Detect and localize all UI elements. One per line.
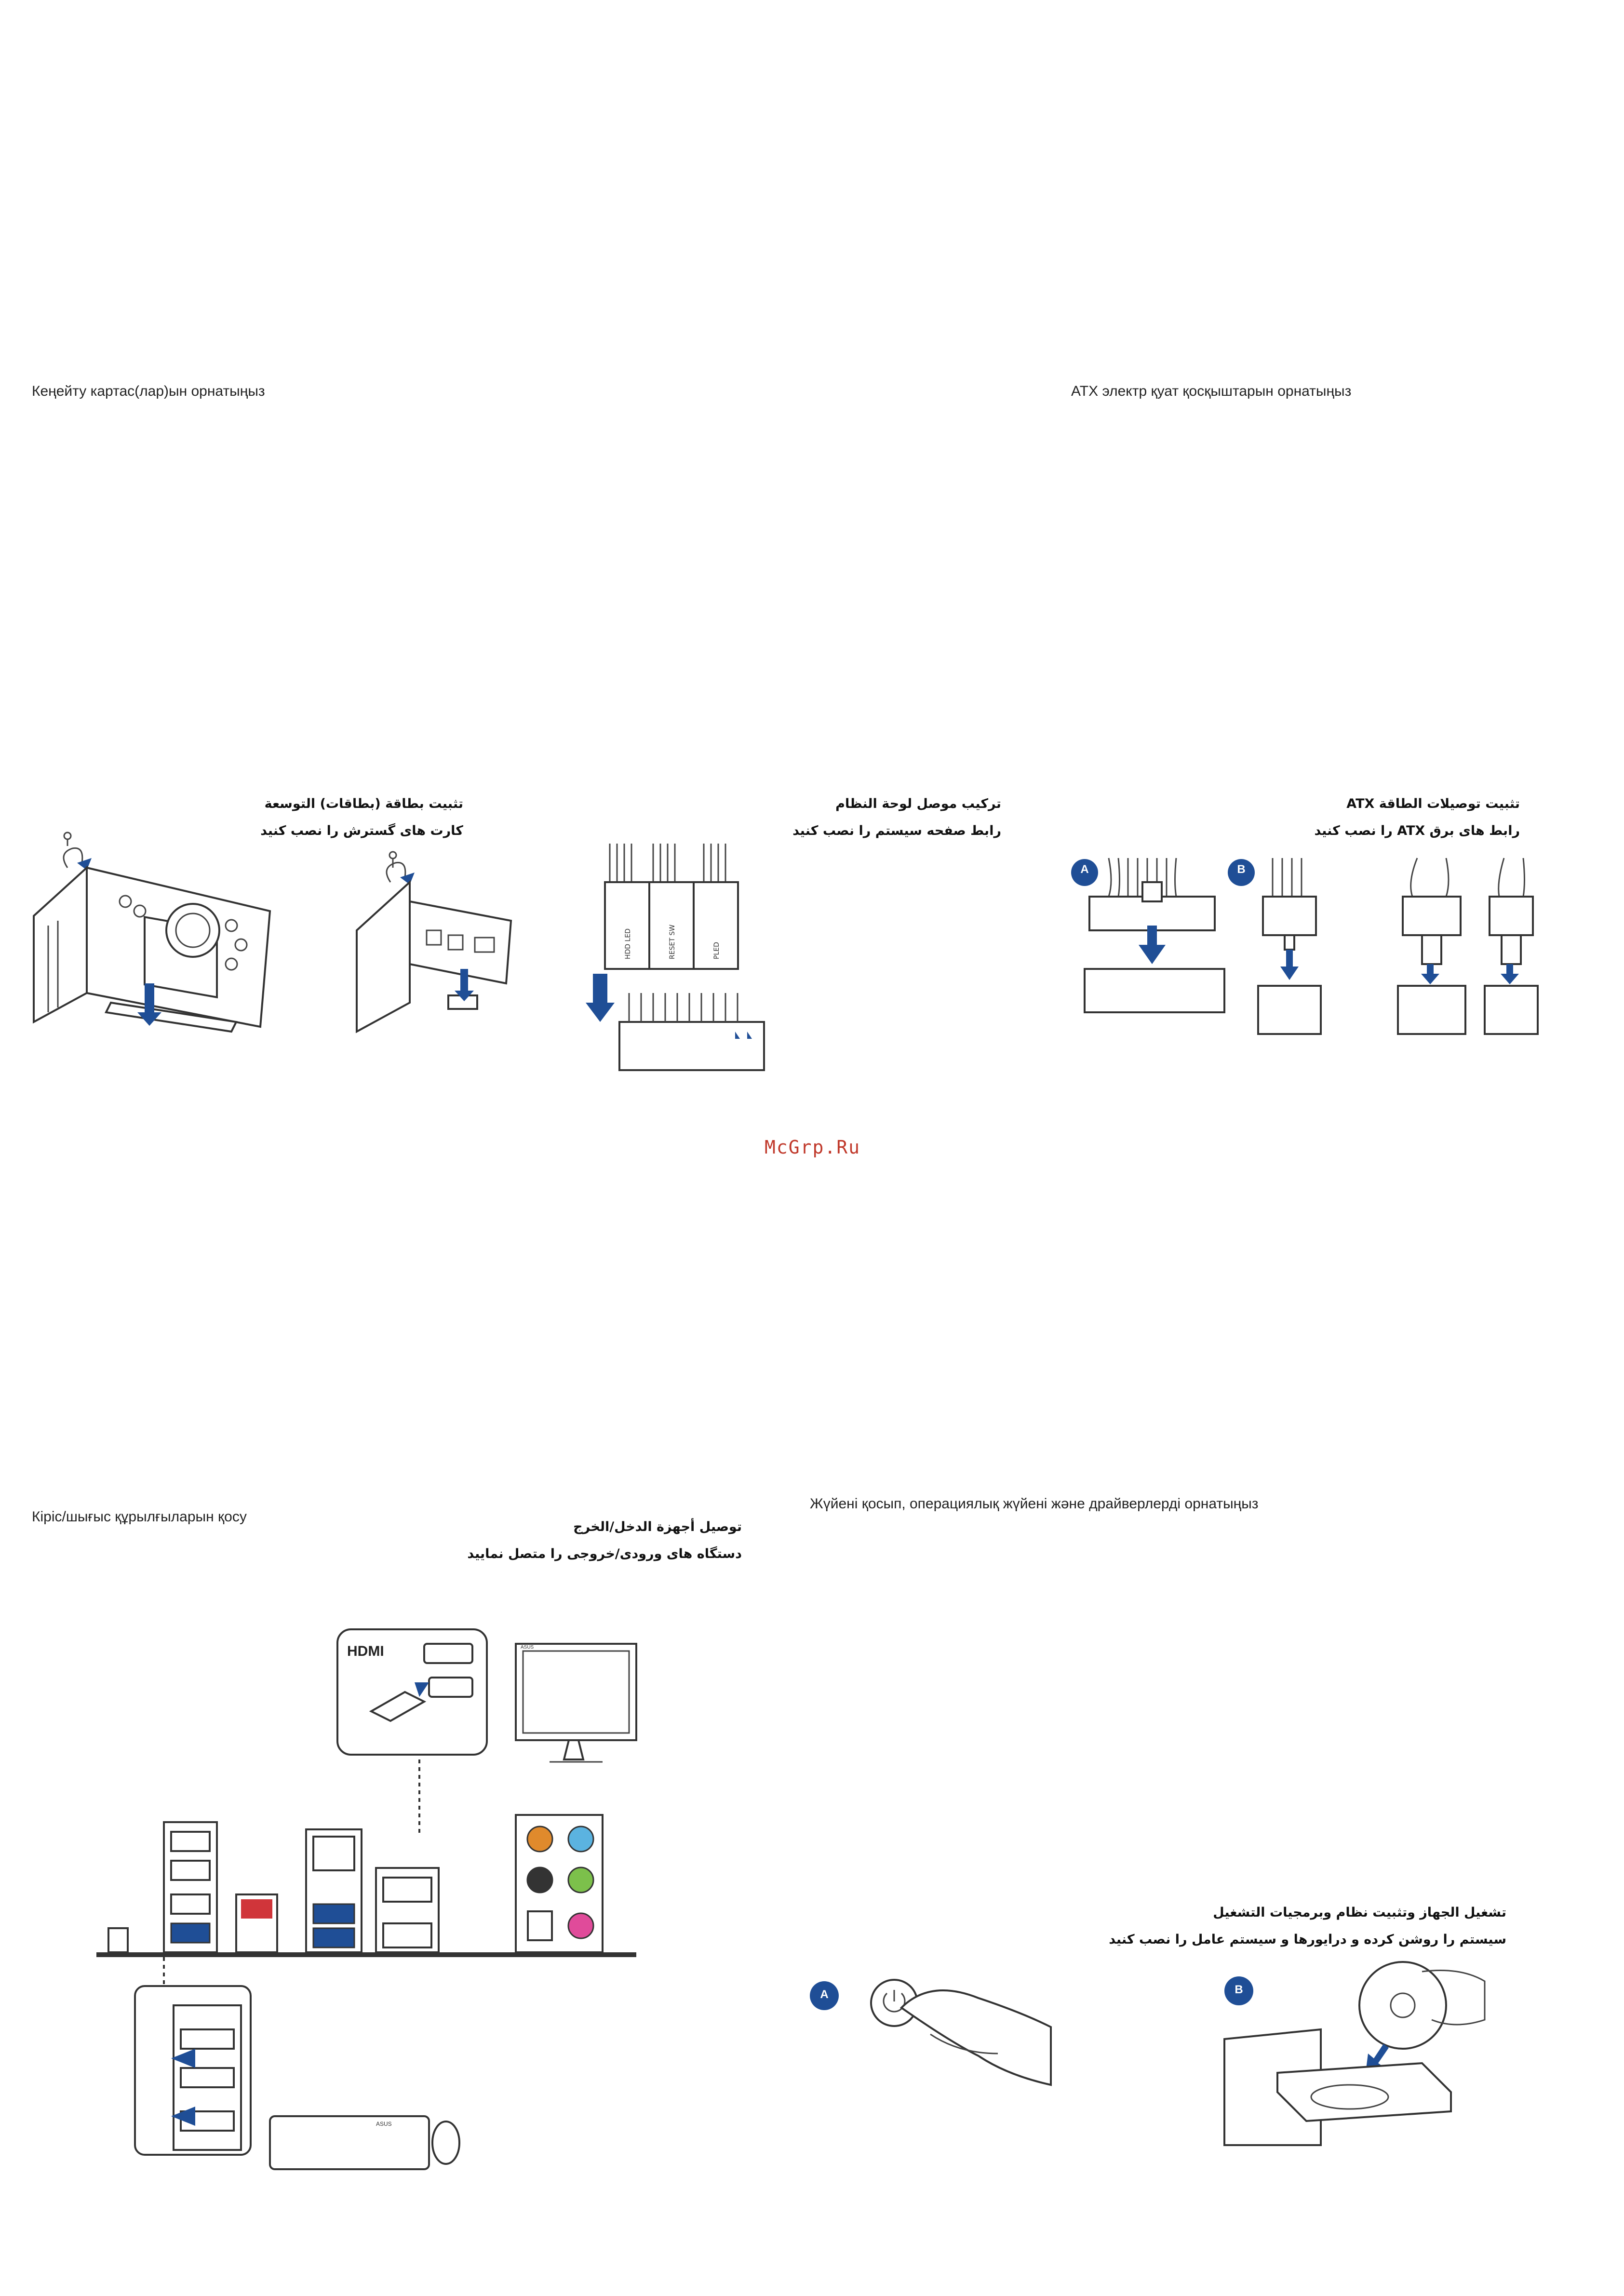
expansion-card-small-illustration [356,851,512,1034]
power-on-heading: Жүйені қосып, операциялық жүйені және др… [810,1496,1259,1512]
hdd-led-label: HDD LED [624,928,632,959]
atx-caption-fa: رابط های برق ATX را نصب کنید [1314,823,1520,838]
reset-sw-label: RESET SW [669,925,676,959]
io-connection-illustration: HDMI ASUS ASUS [96,1628,637,2170]
atx-step-b-label: B [1237,863,1246,876]
atx-step-a-label: A [1080,863,1089,876]
system-panel-connector-illustration: HDD LED RESET SW PLED [586,844,765,1071]
monitor-brand: ASUS [521,1645,534,1650]
expansion-caption-fa: کارت های گسترش را نصب کنید [260,823,463,838]
atx-power-heading: ATX электр қуат қосқыштарын орнатыңыз [1071,383,1352,399]
atx-caption-ar: تثبيت توصيلات الطاقة ATX [1346,796,1520,811]
atx-power-illustration [1071,858,1539,1035]
step-a-badge [1071,859,1098,886]
hdmi-logo: HDMI [347,1643,384,1659]
power-step-a-label: A [820,1988,829,2001]
system-panel-caption-fa: رابط صفحه سیستم را نصب کنید [792,823,1001,838]
keyboard-brand: ASUS [376,2121,392,2127]
power-step-a-badge [810,1981,839,2010]
expansion-caption-ar: تثبيت بطاقة (بطاقات) التوسعة [264,796,463,811]
power-on-button-illustration [810,1979,1052,2086]
expansion-card-large-illustration [33,832,271,1033]
power-step-b-badge [1224,1976,1253,2005]
step-b-badge [1228,859,1255,886]
io-caption-ar: توصيل أجهزة الدخل/الخرج [573,1519,742,1534]
pled-label: PLED [713,942,721,959]
io-devices-heading: Кіріс/шығыс құрылғыларын қосу [32,1509,247,1525]
power-on-caption-fa: سیستم را روشن کرده و درایورها و سیستم عا… [1109,1932,1506,1947]
power-on-caption-ar: تشغيل الجهاز وتثبيت نظام وبرمجيات التشغي… [1213,1905,1506,1920]
system-panel-caption-ar: تركيب موصل لوحة النظام [835,796,1001,811]
watermark: McGrp.Ru [765,1137,861,1158]
expansion-card-heading: Кеңейту картас(лар)ын орнатыңыз [32,383,265,399]
power-step-b-label: B [1235,1983,1243,1996]
install-os-disc-illustration [1223,1961,1486,2146]
io-caption-fa: دستگاه های ورودی/خروجی را متصل نمایید [467,1546,742,1561]
